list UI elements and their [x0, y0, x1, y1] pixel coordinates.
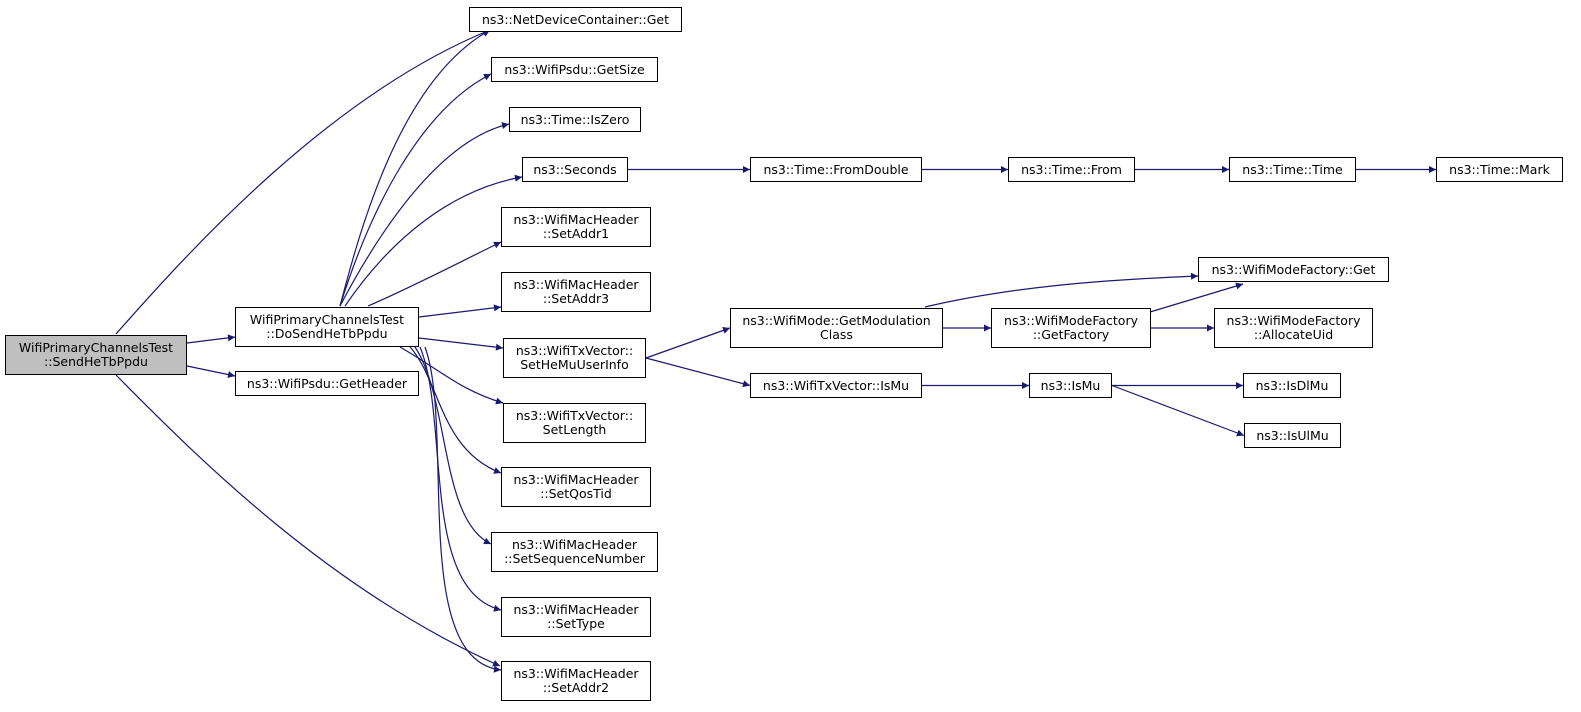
edge-send_he_tb_ppdu-to-ndc_get — [115, 29, 491, 335]
edge-set_he_mu_user_info-to-get_modulation_class — [645, 327, 731, 359]
node-is-dl-mu[interactable]: ns3::IsDlMu — [1243, 373, 1341, 398]
node-time-from[interactable]: ns3::Time::From — [1008, 157, 1135, 182]
node-set-type[interactable]: ns3::WifiMacHeader::SetType — [501, 597, 651, 637]
node-label-line: ns3::WifiTxVector::IsMu — [762, 377, 910, 393]
node-set-qos-tid[interactable]: ns3::WifiMacHeader::SetQosTid — [501, 467, 651, 507]
node-label-line: ns3::WifiMacHeader — [513, 602, 639, 617]
node-do-send-he-tb-ppdu[interactable]: WifiPrimaryChannelsTest::DoSendHeTbPpdu — [235, 307, 419, 347]
node-label-line: ns3::Time::From — [1021, 161, 1122, 177]
node-is-mu[interactable]: ns3::IsMu — [1029, 373, 1112, 398]
node-label-line: ns3::WifiPsdu::GetHeader — [246, 375, 408, 391]
node-label-line: ns3::Time::Mark — [1449, 161, 1550, 177]
edge-send_he_tb_ppdu-to-do_send_he_tb_ppdu — [186, 334, 236, 344]
node-set-sequence-number[interactable]: ns3::WifiMacHeader::SetSequenceNumber — [491, 532, 658, 572]
node-set-he-mu-user-info[interactable]: ns3::WifiTxVector::SetHeMuUserInfo — [503, 338, 646, 378]
node-label-line: WifiPrimaryChannelsTest — [18, 340, 174, 355]
node-label-line: Class — [820, 327, 853, 342]
edge-do_send_he_tb_ppdu-to-set_qos_tid — [409, 346, 502, 474]
node-set-addr1[interactable]: ns3::WifiMacHeader::SetAddr1 — [501, 207, 651, 247]
edge-send_he_tb_ppdu-to-psdu_get_header — [186, 365, 236, 378]
node-label-line: ::SetAddr1 — [542, 226, 610, 241]
node-mode-factory-allocate-uid[interactable]: ns3::WifiModeFactory::AllocateUid — [1214, 308, 1373, 348]
node-label-line: ns3::WifiMacHeader — [513, 277, 639, 292]
node-label-line: ns3::IsMu — [1040, 377, 1101, 393]
edge-mode_factory_get_factory-to-mode_factory_get — [1149, 282, 1244, 313]
node-label-line: ::DoSendHeTbPpdu — [266, 326, 388, 341]
node-label-line: ns3::IsDlMu — [1255, 377, 1329, 393]
edge-do_send_he_tb_ppdu-to-ndc_get — [339, 29, 491, 307]
node-label-line: ns3::WifiMode::GetModulation — [742, 313, 931, 328]
node-time-is-zero[interactable]: ns3::Time::IsZero — [509, 107, 641, 132]
node-send-he-tb-ppdu: WifiPrimaryChannelsTest::SendHeTbPpdu — [5, 335, 187, 375]
node-label-line: ns3::Time::IsZero — [520, 111, 630, 127]
edge-get_modulation_class-to-mode_factory_get — [924, 272, 1199, 308]
node-mode-factory-get-factory[interactable]: ns3::WifiModeFactory::GetFactory — [991, 308, 1151, 348]
node-tx-vector-is-mu[interactable]: ns3::WifiTxVector::IsMu — [750, 373, 922, 398]
node-label-line: ns3::WifiMacHeader — [511, 537, 638, 552]
node-label-line: ::SetAddr3 — [542, 291, 610, 306]
node-mode-factory-get[interactable]: ns3::WifiModeFactory::Get — [1198, 257, 1389, 282]
node-label-line: ::AllocateUid — [1253, 327, 1334, 342]
node-label-line: ::SetQosTid — [540, 486, 612, 501]
node-label-line: ns3::WifiMacHeader — [513, 212, 639, 227]
node-time-mark[interactable]: ns3::Time::Mark — [1436, 157, 1563, 182]
node-label-line: ns3::WifiModeFactory::Get — [1211, 261, 1376, 277]
edge-do_send_he_tb_ppdu-to-set_length — [399, 346, 504, 405]
node-ndc-get[interactable]: ns3::NetDeviceContainer::Get — [469, 7, 682, 32]
node-time-time[interactable]: ns3::Time::Time — [1229, 157, 1356, 182]
node-label-line: ns3::NetDeviceContainer::Get — [481, 11, 670, 27]
edge-set_he_mu_user_info-to-tx_vector_is_mu — [645, 357, 751, 388]
node-label-line: ns3::Seconds — [533, 161, 617, 177]
edge-do_send_he_tb_ppdu-to-set_addr1 — [367, 241, 502, 307]
edge-send_he_tb_ppdu-to-set_addr2 — [115, 374, 501, 667]
node-is-ul-mu[interactable]: ns3::IsUlMu — [1244, 423, 1341, 448]
node-set-length[interactable]: ns3::WifiTxVector::SetLength — [503, 403, 646, 443]
node-psdu-get-size[interactable]: ns3::WifiPsdu::GetSize — [491, 57, 658, 82]
node-label-line: SetHeMuUserInfo — [520, 357, 629, 372]
node-label-line: ::SetAddr2 — [542, 680, 610, 695]
node-psdu-get-header[interactable]: ns3::WifiPsdu::GetHeader — [235, 371, 419, 396]
edge-do_send_he_tb_ppdu-to-set_addr2 — [424, 346, 502, 673]
node-label-line: ::SendHeTbPpdu — [44, 354, 148, 369]
edge-do_send_he_tb_ppdu-to-time_is_zero — [339, 122, 510, 307]
node-label-line: SetLength — [542, 422, 607, 437]
edge-do_send_he_tb_ppdu-to-set_sequence_number — [414, 346, 492, 545]
edge-do_send_he_tb_ppdu-to-psdu_get_size — [339, 73, 492, 307]
edge-do_send_he_tb_ppdu-to-set_he_mu_user_info — [418, 337, 504, 351]
edge-do_send_he_tb_ppdu-to-set_addr3 — [418, 304, 502, 318]
node-label-line: ns3::Time::FromDouble — [763, 161, 909, 177]
node-label-line: ns3::WifiMacHeader — [513, 666, 639, 681]
node-label-line: ns3::IsUlMu — [1256, 427, 1329, 443]
node-from-double[interactable]: ns3::Time::FromDouble — [750, 157, 922, 182]
node-label-line: WifiPrimaryChannelsTest — [249, 312, 405, 327]
node-label-line: ::SetType — [547, 616, 605, 631]
node-label-line: ns3::WifiModeFactory — [1226, 313, 1361, 328]
edge-do_send_he_tb_ppdu-to-seconds — [344, 174, 523, 307]
node-label-line: ns3::WifiModeFactory — [1004, 313, 1138, 328]
node-seconds[interactable]: ns3::Seconds — [522, 157, 628, 182]
node-label-line: ns3::WifiPsdu::GetSize — [504, 61, 645, 77]
node-set-addr2[interactable]: ns3::WifiMacHeader::SetAddr2 — [501, 661, 651, 701]
node-label-line: ::GetFactory — [1032, 327, 1110, 342]
node-label-line: ns3::WifiTxVector:: — [515, 408, 634, 423]
edge-is_mu-to-is_ul_mu — [1111, 384, 1245, 437]
node-label-line: ::SetSequenceNumber — [504, 551, 645, 566]
edge-do_send_he_tb_ppdu-to-set_type — [419, 346, 502, 612]
node-set-addr3[interactable]: ns3::WifiMacHeader::SetAddr3 — [501, 272, 651, 312]
node-label-line: ns3::WifiTxVector:: — [515, 343, 634, 358]
node-label-line: ns3::WifiMacHeader — [513, 472, 639, 487]
node-label-line: ns3::Time::Time — [1242, 161, 1343, 177]
